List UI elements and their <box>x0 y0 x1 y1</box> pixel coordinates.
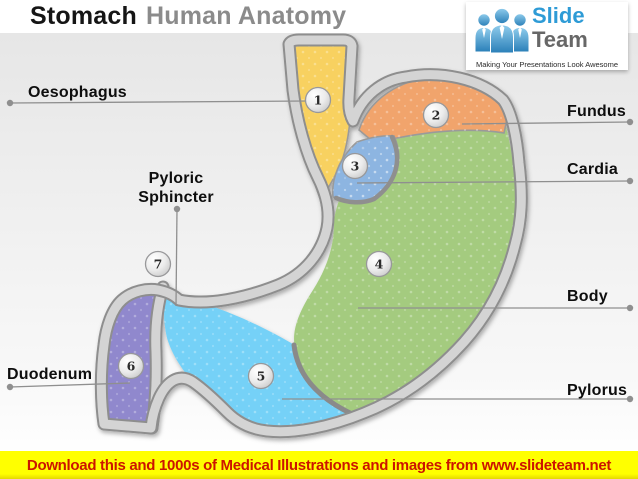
marker-7-pyloric-sphincter: 7 <box>144 250 172 278</box>
label-cardia: Cardia <box>567 161 618 178</box>
marker-6-duodenum: 6 <box>117 352 145 380</box>
callout-dot-cardia <box>626 177 634 185</box>
label-pyloric-sphincter-line2: Sphincter <box>138 189 214 206</box>
label-pyloric-sphincter-line1: Pyloric <box>149 170 204 187</box>
svg-text:7: 7 <box>154 257 163 272</box>
logo-tagline: Making Your Presentations Look Awesome <box>475 60 619 69</box>
title-secondary: Human Anatomy <box>145 2 347 30</box>
marker-4-body: 4 <box>365 250 393 278</box>
callout-line-fundus <box>461 121 631 125</box>
label-duodenum: Duodenum <box>7 366 92 383</box>
title-primary: Stomach <box>30 2 137 30</box>
logo-brand-top: Slide <box>532 3 585 28</box>
callout-dot-duodenum <box>6 383 14 391</box>
label-oesophagus: Oesophagus <box>28 84 127 101</box>
label-body: Body <box>567 288 608 305</box>
callout-dot-pyloric-sphincter <box>173 205 181 213</box>
callout-dot-fundus <box>626 118 634 126</box>
marker-5-pylorus: 5 <box>247 362 275 390</box>
divider-body-pylorus <box>291 342 355 417</box>
callout-dot-oesophagus <box>6 99 14 107</box>
promo-banner: Download this and 1000s of Medical Illus… <box>0 451 638 479</box>
callout-line-duodenum <box>9 382 131 388</box>
callout-dot-body <box>626 304 634 312</box>
marker-1-oesophagus: 1 <box>304 86 332 114</box>
svg-text:5: 5 <box>257 369 266 384</box>
promo-text: Download this and 1000s of Medical Illus… <box>26 456 612 474</box>
logo-brand-bottom: Team <box>532 27 588 52</box>
svg-text:1: 1 <box>314 93 323 108</box>
marker-2-fundus: 2 <box>422 101 450 129</box>
svg-text:4: 4 <box>375 257 384 272</box>
label-pylorus: Pylorus <box>567 382 627 399</box>
divider-cardia-body <box>333 134 400 205</box>
callout-line-oesophagus <box>9 100 308 104</box>
marker-3-cardia: 3 <box>341 152 369 180</box>
label-fundus: Fundus <box>567 103 626 120</box>
svg-text:6: 6 <box>127 359 136 374</box>
people-icon <box>474 7 530 54</box>
callout-line-pyloric-sphincter <box>175 208 178 307</box>
svg-text:3: 3 <box>351 159 360 174</box>
stomach-organ <box>101 40 521 432</box>
svg-text:2: 2 <box>432 108 441 123</box>
callout-line-cardia <box>356 180 631 184</box>
callout-dot-pylorus <box>626 395 634 403</box>
page-title: Stomach Human Anatomy <box>0 2 346 31</box>
slideteam-logo: Slide Team Making Your Presentations Loo… <box>466 2 628 70</box>
